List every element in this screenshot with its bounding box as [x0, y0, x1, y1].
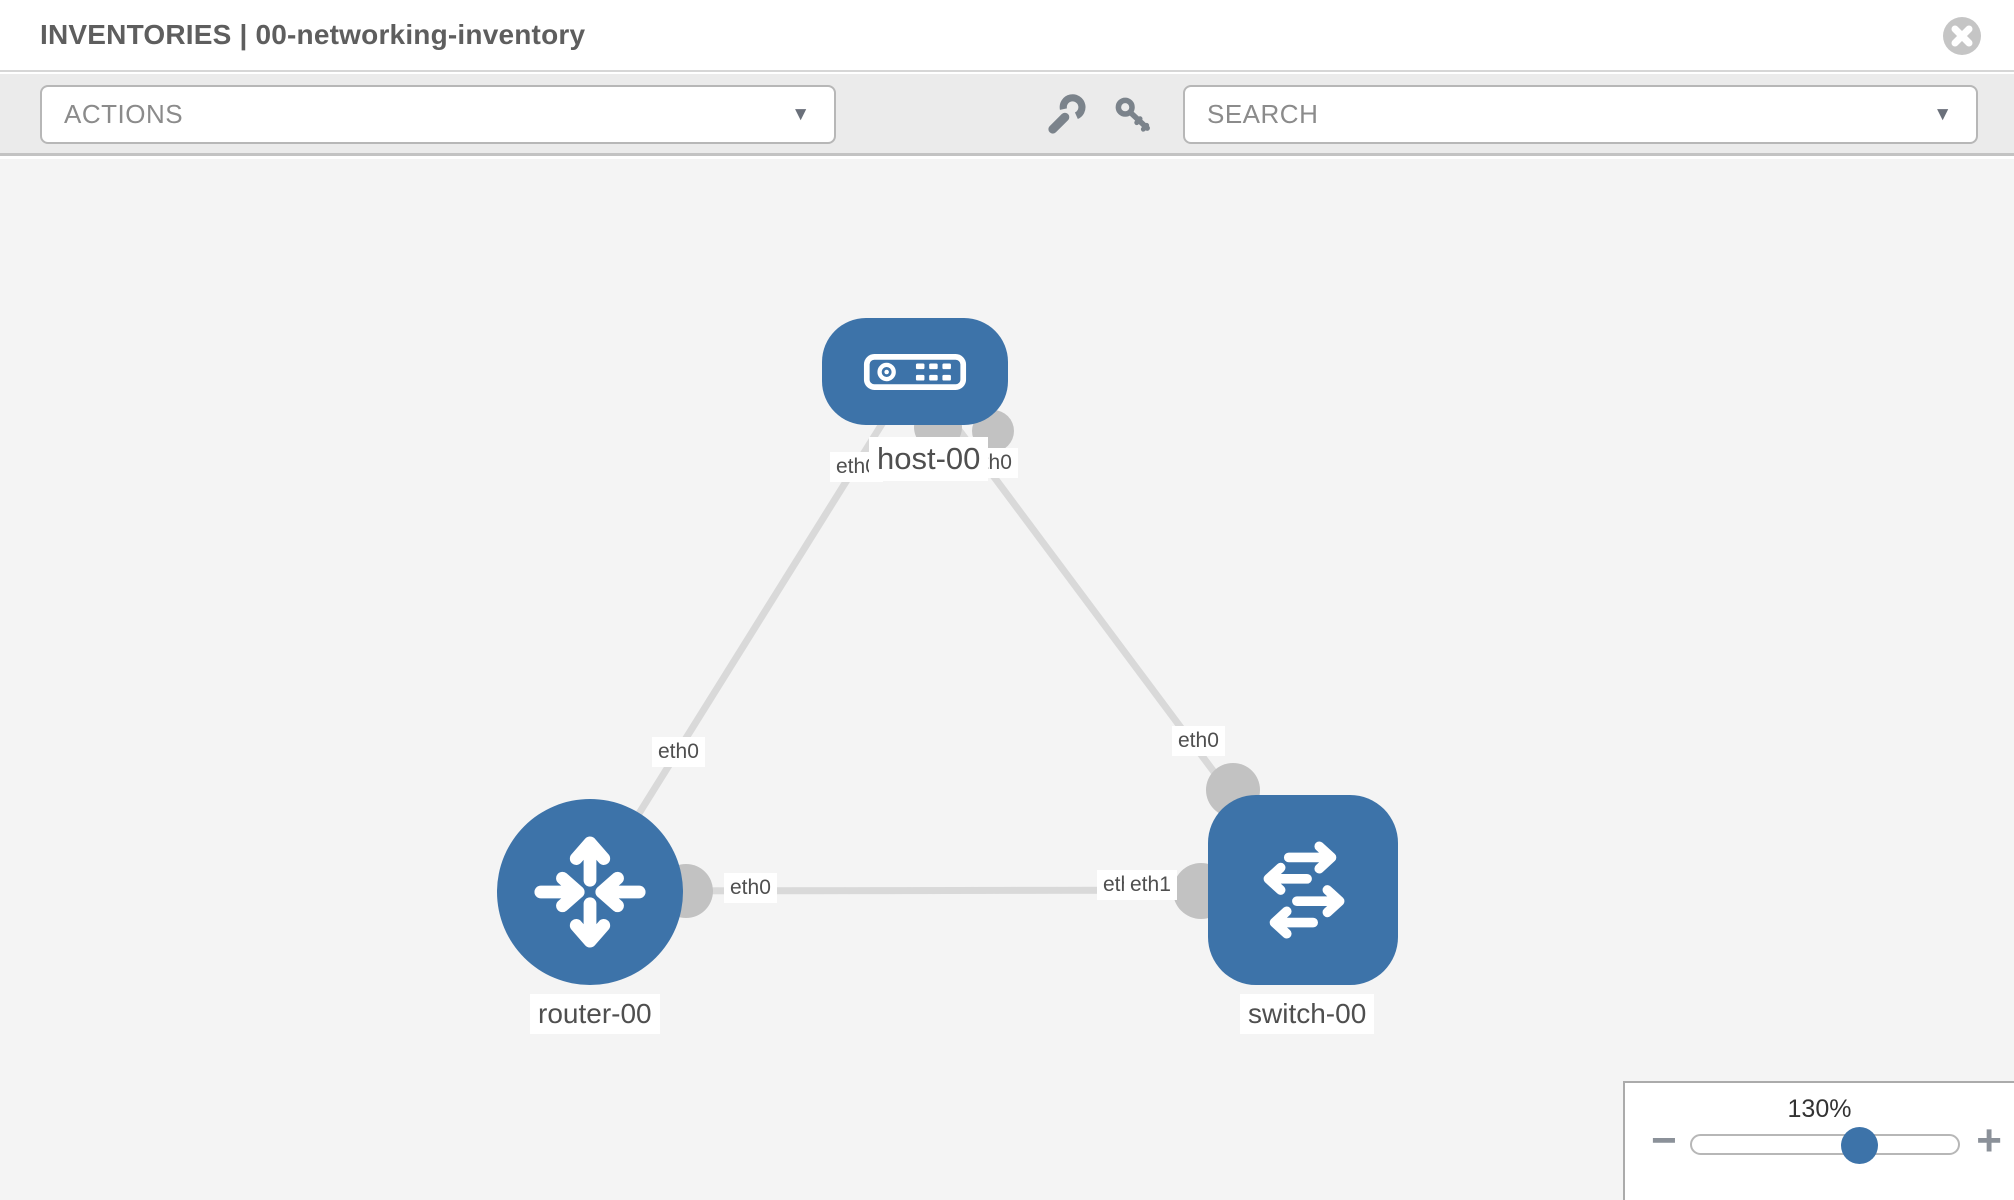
- switch-icon: [1263, 841, 1345, 939]
- zoom-panel: 130% − +: [1623, 1081, 2014, 1200]
- chevron-down-icon: ▼: [791, 103, 810, 125]
- interface-label: eth0: [652, 737, 705, 767]
- node-router-00[interactable]: [497, 799, 683, 985]
- toolbar: ACTIONS ▼ SEARCH ▼: [0, 74, 2014, 156]
- header: INVENTORIES | 00-networking-inventory: [0, 0, 2014, 72]
- interface-label: eth0: [1172, 726, 1225, 756]
- chevron-down-icon: ▼: [1933, 103, 1952, 125]
- zoom-in-button[interactable]: +: [1976, 1116, 2002, 1165]
- node-label-host-00: host-00: [869, 437, 989, 481]
- search-dropdown[interactable]: SEARCH ▼: [1183, 85, 1978, 144]
- close-button[interactable]: [1942, 16, 1982, 56]
- actions-dropdown-label: ACTIONS: [64, 99, 184, 129]
- router-icon: [534, 836, 646, 948]
- search-dropdown-label: SEARCH: [1207, 99, 1319, 129]
- node-label-router-00: router-00: [530, 994, 660, 1034]
- node-label-switch-00: switch-00: [1240, 994, 1375, 1034]
- zoom-out-button[interactable]: −: [1651, 1116, 1677, 1165]
- interface-label: eth0: [724, 873, 777, 903]
- links-layer: [587, 368, 1305, 919]
- page-title: INVENTORIES | 00-networking-inventory: [40, 19, 586, 50]
- key-icon: [1115, 97, 1150, 132]
- zoom-slider-thumb[interactable]: [1841, 1127, 1878, 1164]
- wrench-icon: [1048, 94, 1086, 134]
- node-switch-00[interactable]: [1208, 795, 1398, 985]
- host-icon: [863, 353, 967, 390]
- zoom-level-value: 130%: [1787, 1095, 1852, 1123]
- topology-canvas[interactable]: eth0 eth0 host-00 eth0 eth0 eth0 eth0 et…: [0, 159, 2014, 1200]
- key-button[interactable]: [1112, 94, 1156, 138]
- actions-dropdown[interactable]: ACTIONS ▼: [40, 85, 836, 144]
- wrench-button[interactable]: [1044, 94, 1088, 138]
- interface-label: eth1: [1124, 870, 1177, 900]
- node-host-00[interactable]: [822, 318, 1008, 425]
- zoom-slider[interactable]: [1690, 1127, 1960, 1164]
